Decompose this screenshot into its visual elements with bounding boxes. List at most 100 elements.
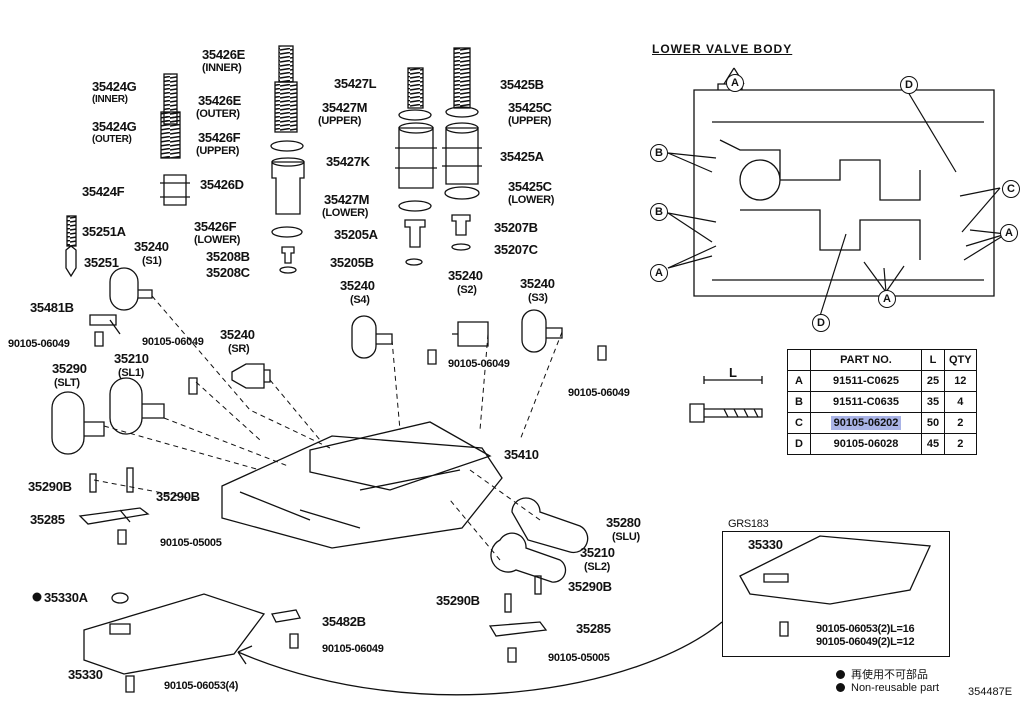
- label-90105-06049-b: 90105-06049: [142, 336, 204, 348]
- spring-35424g-outer: [160, 111, 181, 159]
- label-35425a: 35425A: [500, 149, 544, 164]
- label-35482b: 35482B: [322, 614, 366, 629]
- legend-non-reusable-jp: 再使用不可部品: [836, 666, 928, 682]
- pin-35290b-right-a: [534, 575, 542, 595]
- label-35280: 35280: [606, 515, 641, 530]
- highlighted-part-number[interactable]: 90105-06202: [830, 416, 902, 430]
- o-ring-35425c-lower: [444, 186, 480, 200]
- lower-valve-body-title: LOWER VALVE BODY: [652, 42, 793, 56]
- label-upper-2: (UPPER): [318, 115, 362, 127]
- label-35290b-right: 35290B: [568, 579, 612, 594]
- label-35285-right: 35285: [576, 621, 611, 636]
- spring-35426e-outer: [274, 81, 298, 133]
- sleeve-35424f: [160, 174, 190, 206]
- table-cell: 2: [944, 433, 977, 455]
- lower-valve-body-view: [693, 83, 995, 297]
- label-s3: (S3): [528, 292, 548, 304]
- label-outer-2: (OUTER): [92, 134, 132, 145]
- label-35207c: 35207C: [494, 242, 538, 257]
- label-upper-3: (UPPER): [508, 115, 552, 127]
- label-sr: (SR): [228, 343, 250, 355]
- table-cell: 90105-06028: [810, 433, 922, 455]
- callout-a: A: [726, 74, 744, 92]
- table-row: D 90105-06028 45 2: [787, 433, 977, 455]
- label-35426e-outer: 35426E: [198, 93, 242, 108]
- table-header-key: [787, 349, 811, 371]
- label-35240-s2: 35240: [448, 268, 483, 283]
- solenoid-35210-sl2: [490, 532, 567, 583]
- label-35210-sl2: 35210: [580, 545, 615, 560]
- label-35210: 35210: [114, 351, 149, 366]
- label-35290b-left: 35290B: [28, 479, 72, 494]
- label-90105-05005-right: 90105-05005: [548, 652, 610, 664]
- inset-arrow: [237, 621, 723, 696]
- label-35426e-inner: 35426E: [202, 47, 246, 62]
- label-35330: 35330: [68, 667, 103, 682]
- table-cell: 25: [921, 370, 945, 392]
- legend-text-jp: 再使用不可部品: [851, 669, 928, 681]
- dimension-l-label: L: [729, 365, 737, 380]
- bolt-90105-05005-right: [507, 647, 517, 663]
- label-35240-s4: 35240: [340, 278, 375, 293]
- table-cell-highlighted: 90105-06202: [810, 412, 922, 434]
- label-35290b-right-2: 35290B: [436, 593, 480, 608]
- callout-d: D: [900, 76, 918, 94]
- solenoid-35290-slt: [51, 391, 105, 455]
- callout-d: D: [812, 314, 830, 332]
- label-90105-06053-4: 90105-06053(4): [164, 680, 239, 692]
- label-35290b-left-2: 35290B: [156, 489, 200, 504]
- o-ring-35426f-lower: [271, 226, 303, 238]
- inset-label-35330: 35330: [748, 537, 783, 552]
- solenoid-35240-s1: [109, 267, 153, 311]
- label-35427m-lower: 35427M: [324, 192, 370, 207]
- bracket-35481b: [89, 314, 121, 335]
- pin-35290b-left-b: [126, 467, 134, 493]
- bolt-dimension-diagram: [689, 403, 763, 423]
- plug-35208b: [281, 246, 295, 264]
- callout-a: A: [1000, 224, 1018, 242]
- label-90105-05005-left: 90105-05005: [160, 537, 222, 549]
- legend-text-en: Non-reusable part: [851, 682, 940, 694]
- label-lower: (LOWER): [194, 234, 241, 246]
- parts-table: PART NO. L QTY A 91511-C0625 25 12 B 915…: [787, 349, 977, 455]
- table-cell: D: [787, 433, 811, 455]
- plate-35285-left: [78, 507, 150, 525]
- bolt-90105-06049-e: [289, 633, 299, 649]
- label-slt: (SLT): [54, 377, 80, 389]
- table-cell: 4: [944, 391, 977, 413]
- label-35424g-inner: 35424G: [92, 79, 137, 94]
- label-35251a: 35251A: [82, 224, 126, 239]
- label-35481b: 35481B: [30, 300, 74, 315]
- label-35426d: 35426D: [200, 177, 244, 192]
- table-cell: B: [787, 391, 811, 413]
- label-35240-s3: 35240: [520, 276, 555, 291]
- label-slu: (SLU): [612, 531, 640, 543]
- label-35208b: 35208B: [206, 249, 250, 264]
- non-reusable-mark-35330a: [32, 592, 42, 602]
- label-35205b: 35205B: [330, 255, 374, 270]
- callout-b: B: [650, 144, 668, 162]
- sleeve-35425a: [442, 127, 482, 185]
- bolt-90105-06049-a: [94, 331, 104, 347]
- label-sl1: (SL1): [118, 367, 145, 379]
- inset-strainer-35330: [739, 535, 931, 605]
- label-outer: (OUTER): [196, 108, 240, 120]
- solenoid-35240-s2: [452, 321, 489, 347]
- label-35424f: 35424F: [82, 184, 125, 199]
- plate-35285-right: [488, 621, 548, 637]
- o-ring-35425c-upper: [445, 106, 479, 118]
- table-cell: 35: [921, 391, 945, 413]
- label-90105-06049-c: 90105-06049: [448, 358, 510, 370]
- label-35410: 35410: [504, 447, 539, 462]
- spring-35251a: [66, 215, 77, 247]
- table-header-l: L: [921, 349, 945, 371]
- solenoid-35210-sl1: [109, 377, 165, 435]
- table-cell: 12: [944, 370, 977, 392]
- solenoid-35240-s4: [351, 315, 393, 359]
- o-ring-35427m-upper: [398, 109, 432, 121]
- label-35427k: 35427K: [326, 154, 370, 169]
- bolt-90105-06053-4: [125, 675, 135, 693]
- table-cell: 50: [921, 412, 945, 434]
- label-35207b: 35207B: [494, 220, 538, 235]
- table-cell: 91511-C0625: [810, 370, 922, 392]
